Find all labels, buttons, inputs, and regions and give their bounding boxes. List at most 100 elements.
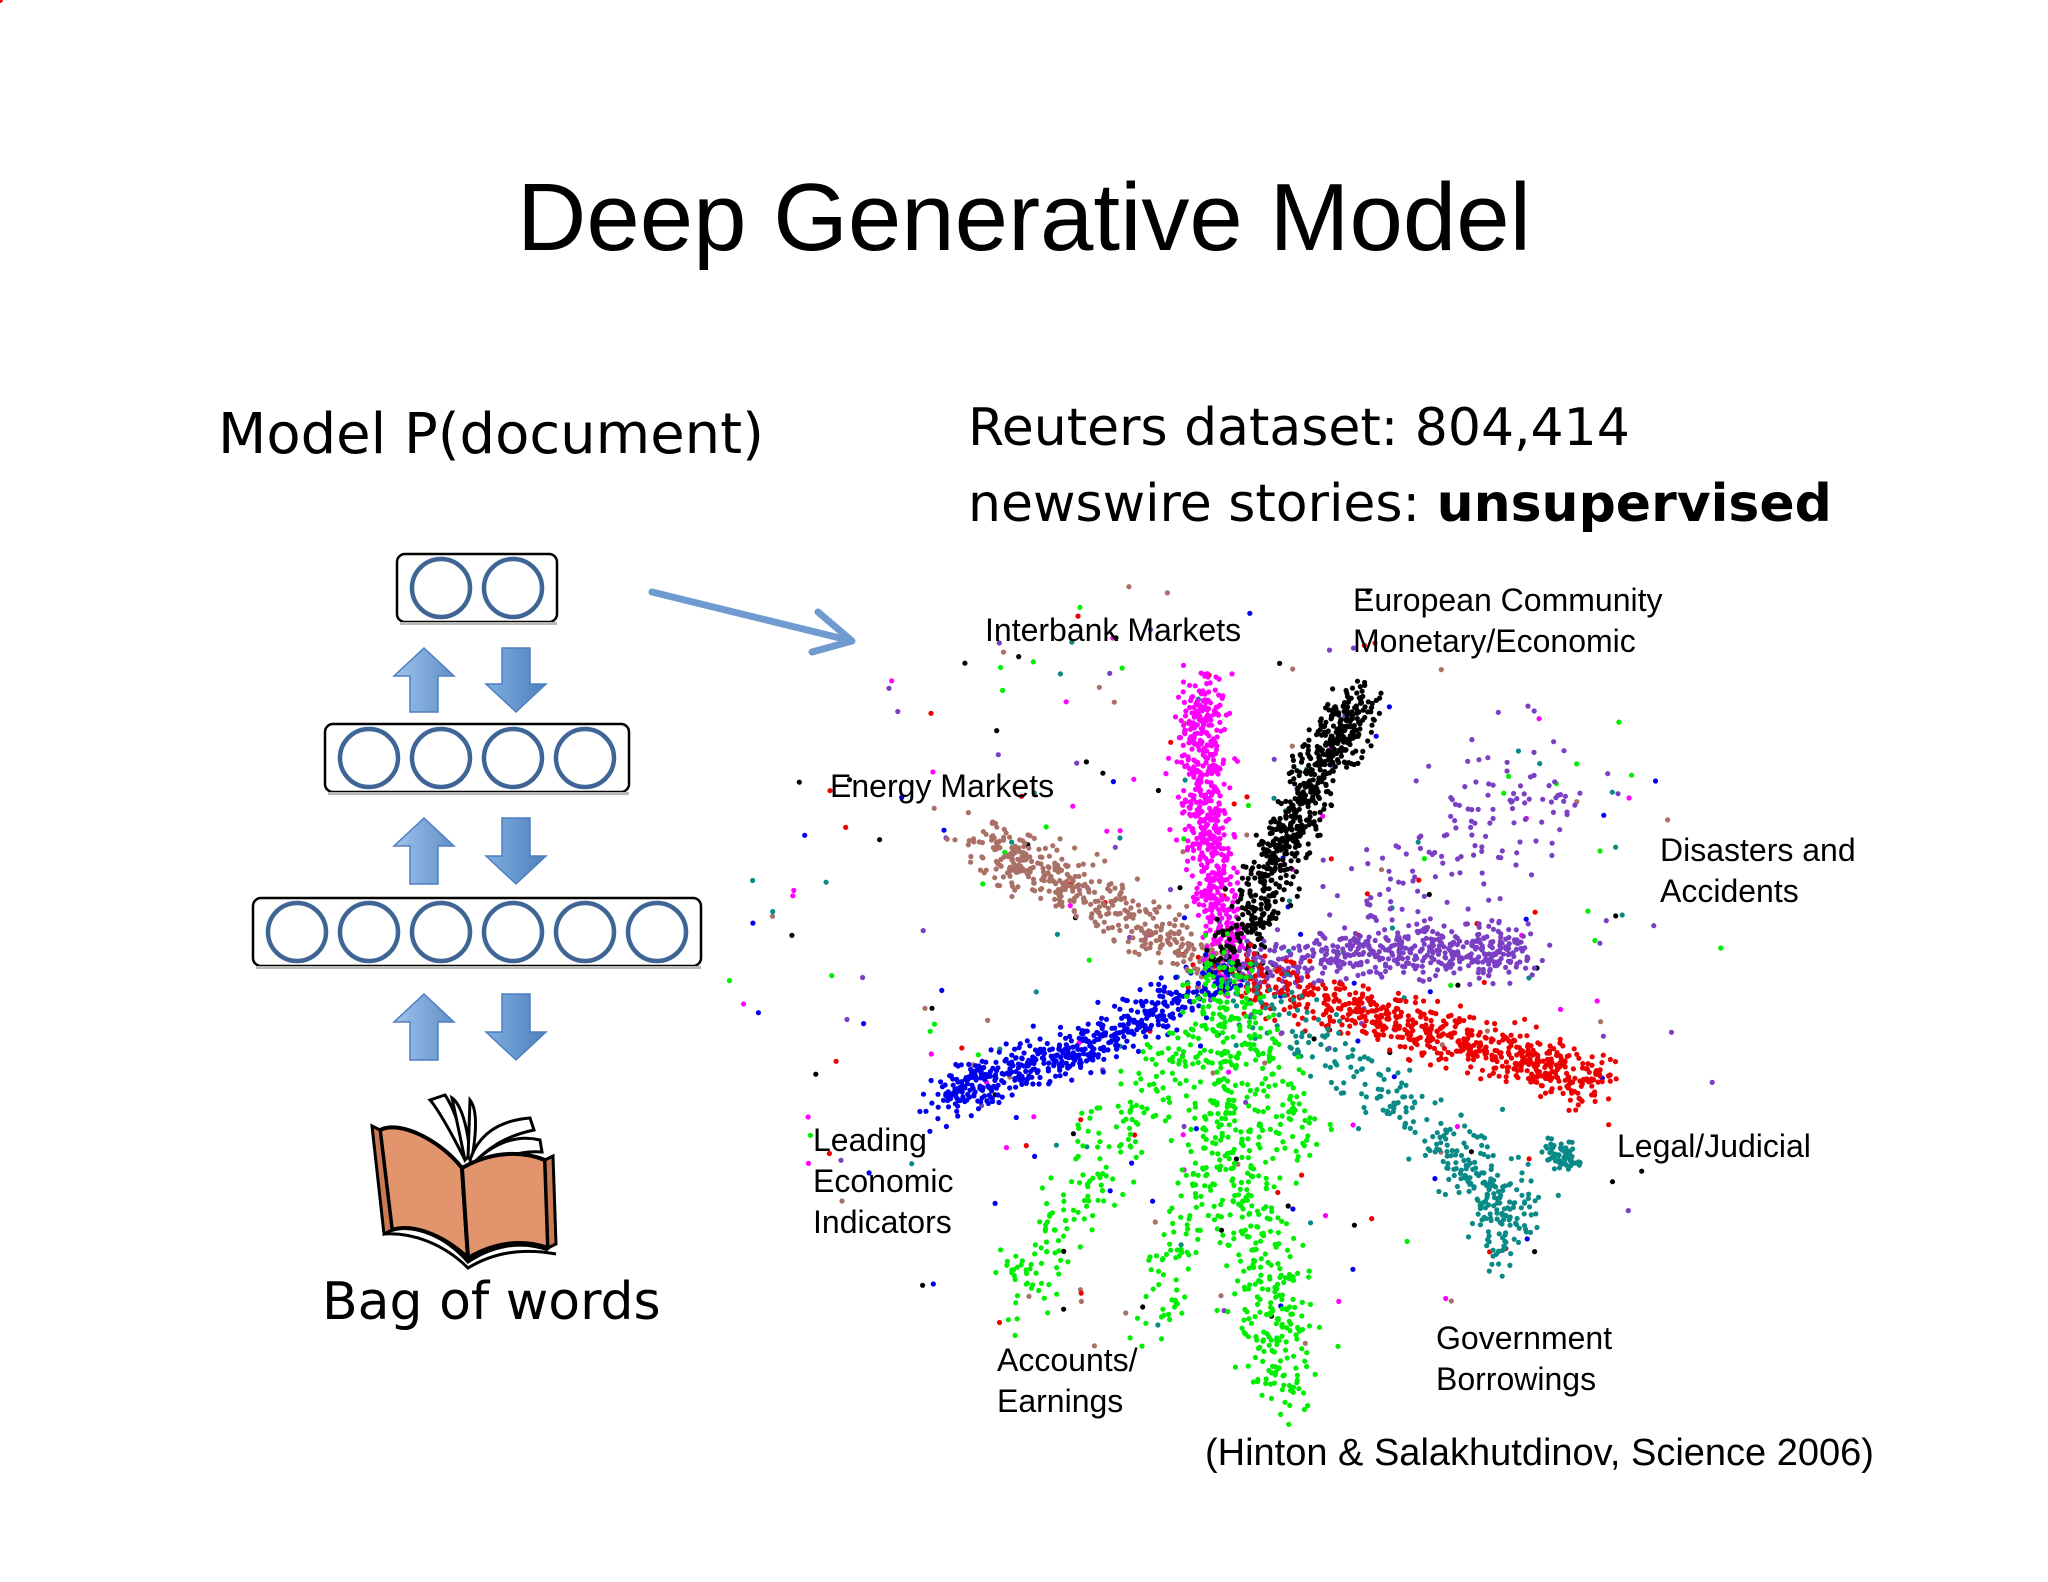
scatter-point <box>1221 808 1227 814</box>
scatter-point <box>1239 1154 1245 1160</box>
slide-title: Deep Generative Model <box>517 164 1531 271</box>
scatter-point <box>1212 808 1218 814</box>
scatter-point <box>1173 989 1179 996</box>
scatter-point <box>1264 1181 1270 1187</box>
scatter-point <box>954 1108 960 1114</box>
scatter-point <box>1318 716 1324 722</box>
scatter-point <box>1361 642 1367 648</box>
scatter-point <box>1229 960 1236 966</box>
scatter-point <box>1601 812 1607 818</box>
scatter-point <box>1085 1193 1091 1199</box>
scatter-point <box>1434 1050 1440 1056</box>
scatter-point <box>1036 846 1042 852</box>
scatter-point <box>1289 850 1295 857</box>
scatter-point <box>1486 897 1492 903</box>
scatter-point <box>1086 1198 1092 1204</box>
scatter-point <box>1197 959 1203 965</box>
scatter-point <box>1219 881 1225 887</box>
book-icon <box>370 1093 558 1270</box>
scatter-point <box>1534 1224 1540 1231</box>
scatter-point <box>1508 1156 1514 1162</box>
scatter-point <box>1096 904 1102 910</box>
scatter-point <box>1349 713 1355 719</box>
scatter-point <box>1285 1247 1291 1253</box>
scatter-point <box>1299 1346 1305 1352</box>
scatter-point <box>1005 1317 1012 1323</box>
scatter-point <box>1332 1059 1338 1065</box>
scatter-point <box>980 881 986 887</box>
scatter-point <box>1305 851 1311 857</box>
scatter-point <box>1344 736 1351 743</box>
scatter-point <box>1214 916 1220 922</box>
scatter-point <box>1342 1001 1349 1008</box>
scatter-point <box>1223 1111 1229 1117</box>
scatter-point <box>1160 1023 1166 1029</box>
scatter-point <box>1386 704 1392 710</box>
scatter-point <box>1057 836 1063 842</box>
scatter-point <box>1299 1172 1305 1178</box>
scatter-point <box>1283 872 1289 879</box>
unit-circle <box>265 900 329 964</box>
scatter-point <box>1021 1063 1027 1069</box>
scatter-point <box>1188 968 1194 974</box>
scatter-point <box>1005 1071 1012 1077</box>
scatter-point <box>1499 1210 1505 1216</box>
scatter-point <box>1181 699 1187 706</box>
scatter-point <box>1485 792 1491 798</box>
scatter-point <box>1289 989 1295 995</box>
scatter-point <box>1259 874 1265 880</box>
scatter-point <box>1272 899 1278 905</box>
scatter-point <box>1566 1053 1572 1059</box>
scatter-point <box>1484 1243 1490 1249</box>
scatter-point <box>1310 797 1316 804</box>
scatter-point <box>1376 949 1382 955</box>
scatter-point <box>1098 1182 1104 1188</box>
scatter-point <box>1284 1355 1290 1361</box>
scatter-point <box>1221 907 1227 913</box>
scatter-point <box>1285 1203 1291 1209</box>
scatter-point <box>1172 949 1178 956</box>
scatter-point <box>1208 717 1214 723</box>
scatter-point <box>1245 988 1251 994</box>
scatter-point <box>1057 1031 1063 1038</box>
scatter-point <box>1095 1052 1101 1058</box>
scatter-point <box>1256 863 1262 870</box>
scatter-point <box>1441 923 1447 929</box>
scatter-point <box>1506 941 1512 947</box>
scatter-point <box>1718 945 1724 951</box>
scatter-point <box>1032 1153 1038 1159</box>
scatter-point <box>1449 1148 1455 1154</box>
scatter-point <box>993 1269 999 1276</box>
scatter-point <box>1183 1077 1189 1084</box>
scatter-point <box>1500 1247 1506 1253</box>
scatter-point <box>1343 935 1349 941</box>
scatter-point <box>1553 1062 1559 1068</box>
up-arrow-icon <box>392 992 456 1061</box>
scatter-point <box>1209 875 1216 881</box>
scatter-point <box>1146 1082 1153 1088</box>
scatter-point <box>1554 1067 1560 1073</box>
scatter-point <box>1114 1042 1121 1049</box>
scatter-point <box>1355 1038 1361 1044</box>
scatter-point <box>1350 1122 1356 1128</box>
scatter-point <box>1256 1173 1262 1179</box>
scatter-point <box>1506 1182 1512 1188</box>
scatter-point <box>996 1319 1003 1326</box>
scatter-point <box>1136 951 1142 958</box>
scatter-point <box>1457 938 1463 944</box>
scatter-point <box>1297 833 1303 839</box>
scatter-point <box>1125 939 1131 945</box>
scatter-point <box>1368 743 1374 749</box>
scatter-point <box>950 1082 956 1088</box>
scatter-point <box>1205 846 1212 852</box>
scatter-point <box>1471 852 1477 858</box>
scatter-point <box>1407 1125 1413 1131</box>
scatter-point <box>1369 722 1375 728</box>
scatter-point <box>1448 1298 1454 1304</box>
scatter-point <box>1113 896 1119 902</box>
scatter-point <box>1441 1018 1447 1024</box>
scatter-point <box>1337 936 1343 943</box>
scatter-point <box>1668 1029 1675 1035</box>
scatter-point <box>1112 844 1118 850</box>
scatter-point <box>1107 670 1113 677</box>
